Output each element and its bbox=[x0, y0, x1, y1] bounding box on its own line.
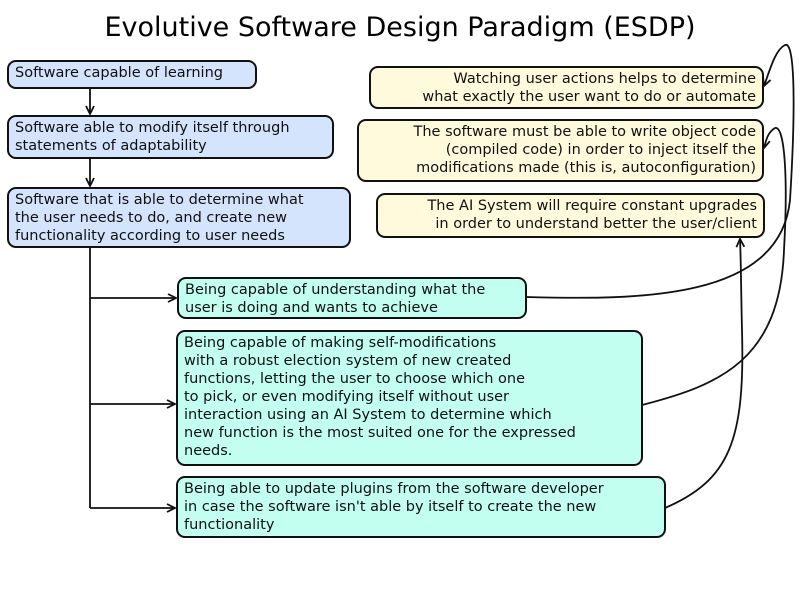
note-watching-user: Watching user actions helps to determine… bbox=[369, 66, 764, 109]
chain-box-determine-needs: Software that is able to determine what … bbox=[7, 187, 351, 248]
note-ai-upgrades: The AI System will require constant upgr… bbox=[376, 193, 765, 238]
chain-box-self-modify: Software able to modify itself through s… bbox=[7, 115, 334, 159]
curve-to-note-3 bbox=[664, 239, 742, 509]
capability-plugin-updates: Being able to update plugins from the so… bbox=[176, 476, 666, 538]
note-object-code: The software must be able to write objec… bbox=[357, 119, 764, 182]
chain-box-learning: Software capable of learning bbox=[7, 60, 257, 89]
capability-self-modification: Being capable of making self-modificatio… bbox=[176, 330, 643, 466]
curve-to-note-1 bbox=[525, 44, 795, 299]
curve-to-note-2 bbox=[641, 127, 787, 406]
diagram-title: Evolutive Software Design Paradigm (ESDP… bbox=[104, 12, 696, 43]
capability-understanding: Being capable of understanding what the … bbox=[177, 277, 527, 319]
